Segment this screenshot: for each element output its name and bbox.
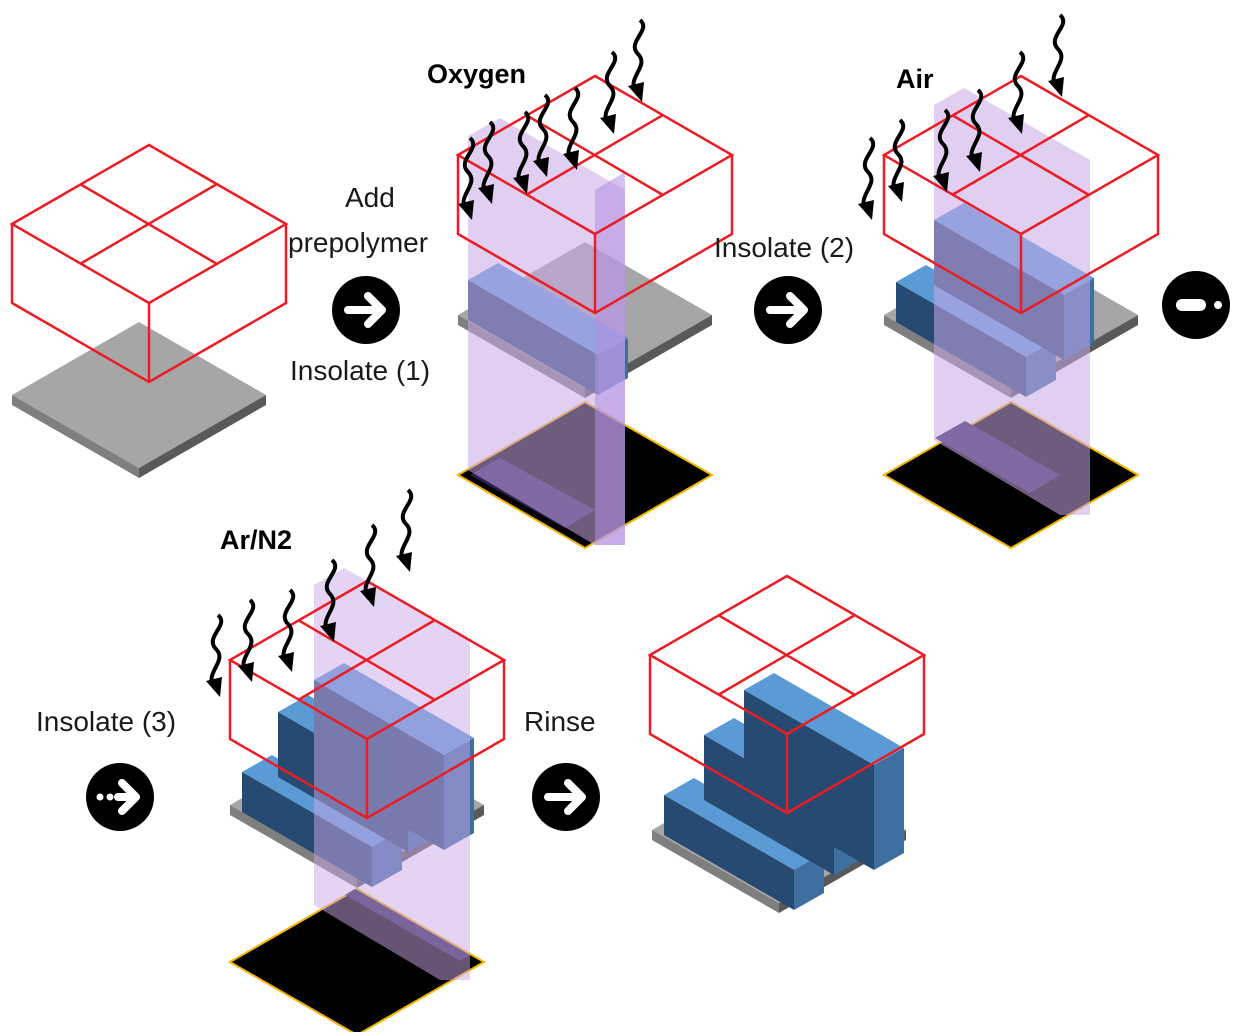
step-insolate-3: Ar/N2 xyxy=(204,488,506,1032)
arrow-right-icon xyxy=(332,276,400,344)
step-final-structure xyxy=(648,574,926,913)
step-insolate-1: Oxygen xyxy=(427,18,734,549)
insolate-1-label: Insolate (1) xyxy=(290,355,430,386)
ar-n2-label: Ar/N2 xyxy=(220,525,292,555)
arrow-right-icon xyxy=(532,763,600,831)
step-insolate-2: Air xyxy=(856,13,1160,549)
arrow-right-icon xyxy=(86,763,154,831)
insolate-3-label: Insolate (3) xyxy=(36,706,176,737)
prepolymer-label: prepolymer xyxy=(288,227,428,258)
arrow-right-icon xyxy=(754,276,822,344)
add-label: Add xyxy=(345,182,395,213)
arrow-right-icon xyxy=(1162,271,1230,339)
oxygen-label: Oxygen xyxy=(427,59,526,89)
air-label: Air xyxy=(896,64,934,94)
rinse-label: Rinse xyxy=(524,706,596,737)
step-empty-mold xyxy=(10,143,288,478)
insolate-2-label: Insolate (2) xyxy=(714,232,854,263)
